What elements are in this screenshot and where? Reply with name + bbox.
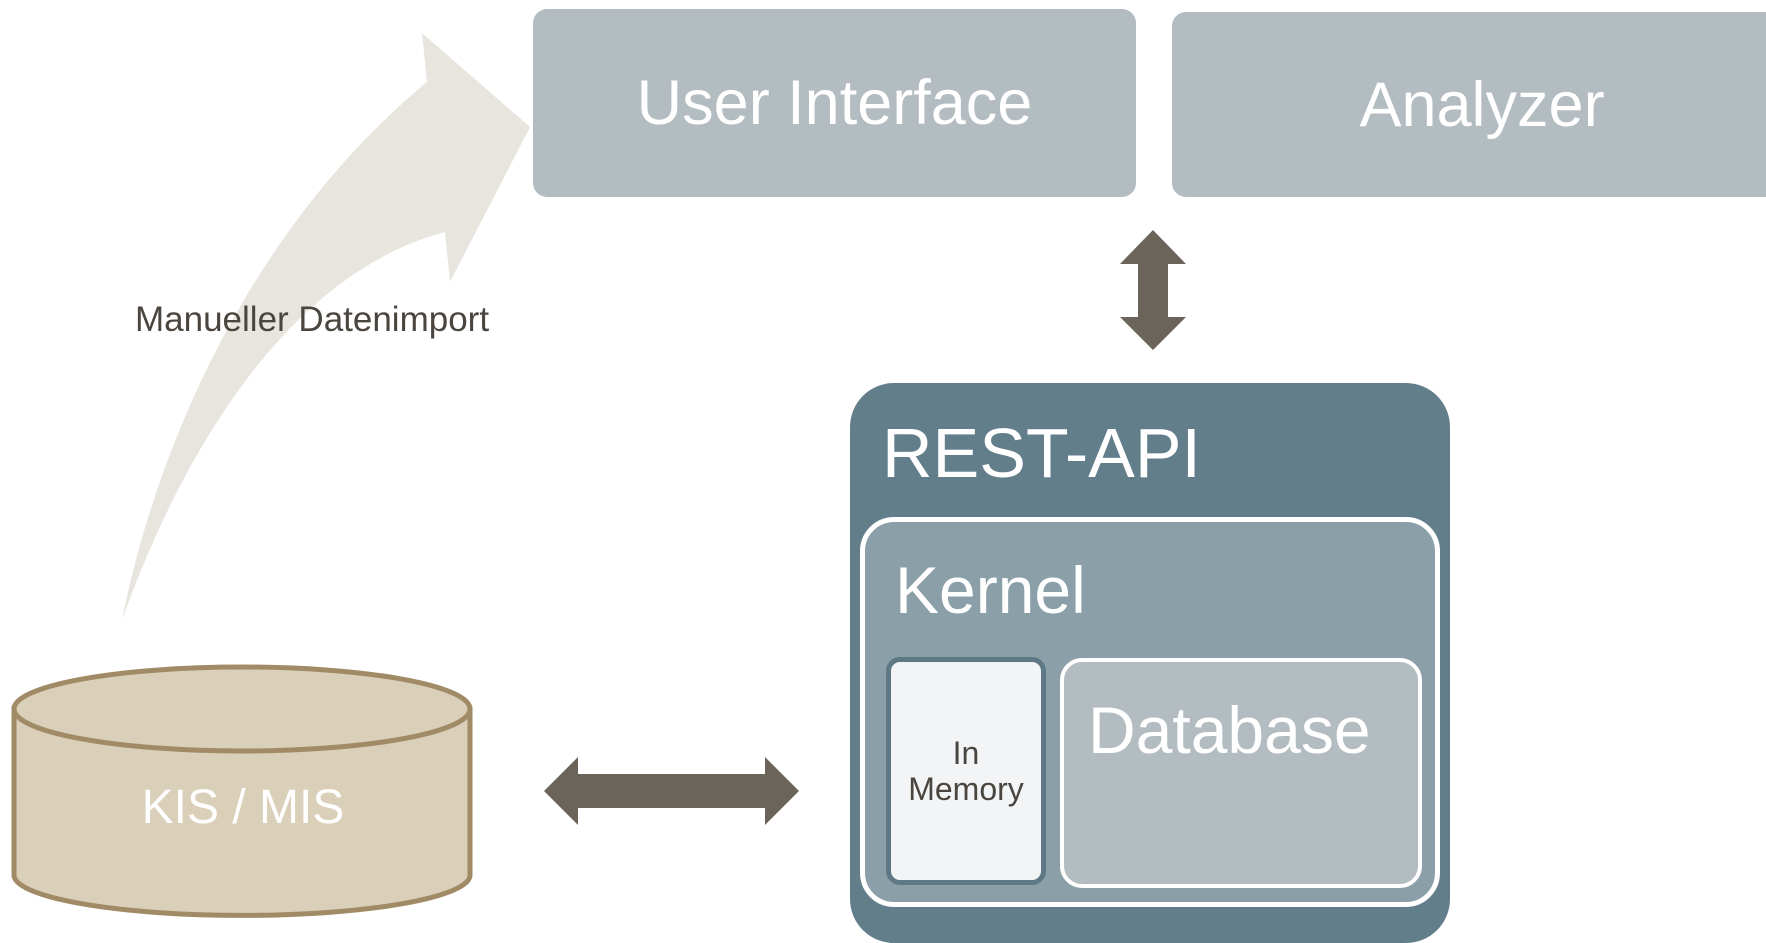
in-memory-box: In Memory [886, 657, 1046, 885]
rest-api-label: REST-API [882, 414, 1201, 492]
analyzer-box: Analyzer [1172, 12, 1766, 197]
vertical-double-arrow [1120, 230, 1186, 350]
rest-api-box: REST-API Kernel In Memory Database [850, 383, 1450, 943]
cylinder-body [11, 706, 473, 918]
horizontal-double-arrow [544, 757, 799, 825]
cylinder-top [11, 664, 473, 754]
kernel-box: Kernel In Memory Database [860, 517, 1440, 907]
database-label: Database [1088, 693, 1371, 767]
user-interface-label: User Interface [636, 68, 1033, 138]
kis-mis-cylinder [11, 664, 473, 918]
analyzer-label: Analyzer [1359, 69, 1605, 140]
database-box: Database [1060, 658, 1422, 888]
manual-import-label: Manueller Datenimport [135, 300, 490, 339]
manual-import-curved-arrow [122, 33, 530, 620]
in-memory-label-line2: Memory [908, 771, 1024, 807]
kis-mis-label: KIS / MIS [141, 781, 345, 834]
kernel-label: Kernel [895, 553, 1086, 627]
user-interface-box: User Interface [533, 9, 1136, 197]
in-memory-label-line1: In [952, 735, 980, 771]
